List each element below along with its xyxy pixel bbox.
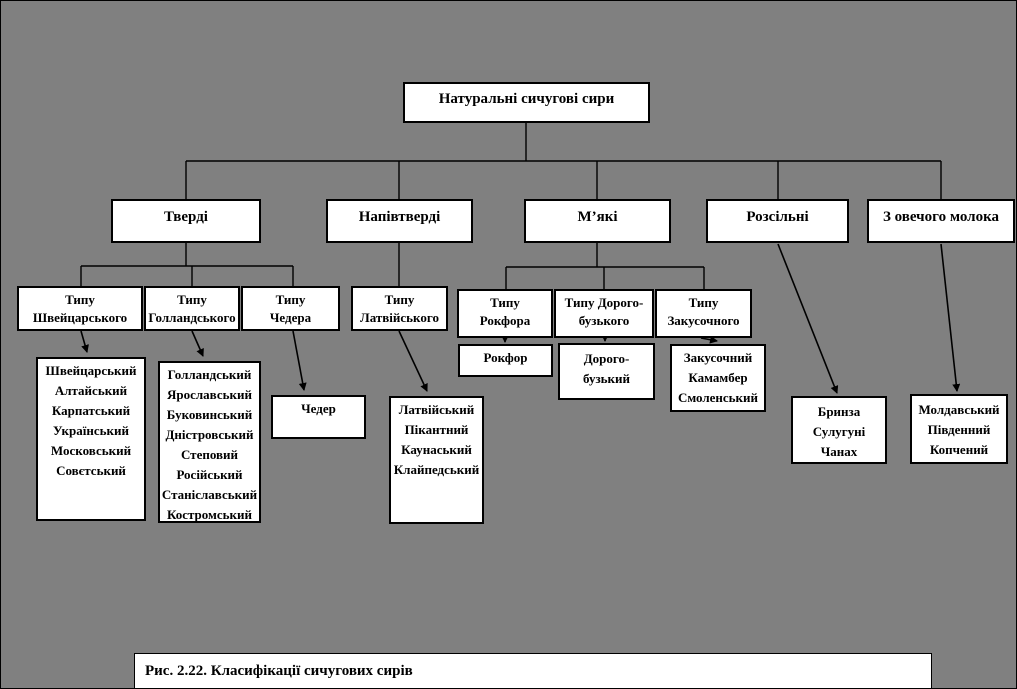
node-root: Натуральні сичугові сири xyxy=(403,82,650,123)
node-typu-doroho-buzkoho: Типу Дорого- бузького xyxy=(554,289,654,338)
node-rozsilni: Розсільні xyxy=(706,199,849,243)
leaf-latviiski-list-text: Латвійський Пікантний Каунаський Клайпед… xyxy=(393,402,480,477)
node-miaki-label: М’які xyxy=(577,209,618,225)
node-typu-hollandskoho: Типу Голландського xyxy=(144,286,240,331)
node-typu-doroho-buzkoho-label: Типу Дорого- бузького xyxy=(564,295,644,328)
leaf-latviiski-list: Латвійський Пікантний Каунаський Клайпед… xyxy=(389,396,484,524)
leaf-rokfor: Рокфор xyxy=(458,344,553,377)
node-typu-shveitsarskoho-label: Типу Швейцарського xyxy=(32,292,128,325)
leaf-zakusochni-list-text: Закусочний Камамбер Смоленський xyxy=(677,350,759,405)
node-napivtverdi-label: Напівтверді xyxy=(358,209,441,225)
node-typu-zakusochnoho-label: Типу Закусочного xyxy=(667,295,740,328)
figure-caption: Рис. 2.22. Класифікації сичугових сирів xyxy=(134,653,932,688)
node-root-label: Натуральні сичугові сири xyxy=(438,91,615,107)
node-tverdi: Тверді xyxy=(111,199,261,243)
leaf-rozsilni-list-text: Бринза Сулугуні Чанах xyxy=(812,404,866,459)
leaf-cheder: Чедер xyxy=(271,395,366,439)
node-typu-rokfora: Типу Рокфора xyxy=(457,289,553,338)
leaf-shveitsarski-list-text: Швейцарський Алтайський Карпатський Укра… xyxy=(45,363,137,478)
node-miaki: М’які xyxy=(524,199,671,243)
node-ovechoho-moloka: З овечого молока xyxy=(867,199,1015,243)
leaf-hollandski-list: Голландський Ярославський Буковинський Д… xyxy=(158,361,261,523)
node-typu-chedera-label: Типу Чедера xyxy=(269,292,312,325)
leaf-zakusochni-list: Закусочний Камамбер Смоленський xyxy=(670,344,766,412)
node-tverdi-label: Тверді xyxy=(164,209,208,225)
leaf-doroho-buzki-text: Дорого- бузький xyxy=(582,351,631,386)
node-typu-hollandskoho-label: Типу Голландського xyxy=(148,292,236,325)
node-typu-chedera: Типу Чедера xyxy=(241,286,340,331)
leaf-doroho-buzki: Дорого- бузький xyxy=(558,343,655,400)
node-typu-shveitsarskoho: Типу Швейцарського xyxy=(17,286,143,331)
node-napivtverdi: Напівтверді xyxy=(326,199,473,243)
leaf-ovechi-list-text: Молдавський Південний Копчений xyxy=(918,402,1000,457)
node-ovechoho-moloka-label: З овечого молока xyxy=(883,209,999,225)
node-typu-latviiskoho: Типу Латвійського xyxy=(351,286,448,331)
leaf-cheder-text: Чедер xyxy=(301,401,336,416)
leaf-hollandski-list-text: Голландський Ярославський Буковинський Д… xyxy=(161,367,258,522)
leaf-shveitsarski-list: Швейцарський Алтайський Карпатський Укра… xyxy=(36,357,146,521)
leaf-ovechi-list: Молдавський Південний Копчений xyxy=(910,394,1008,464)
leaf-rozsilni-list: Бринза Сулугуні Чанах xyxy=(791,396,887,464)
figure-caption-text: Рис. 2.22. Класифікації сичугових сирів xyxy=(145,662,413,679)
node-typu-rokfora-label: Типу Рокфора xyxy=(479,295,531,328)
leaf-rokfor-text: Рокфор xyxy=(483,350,528,365)
node-rozsilni-label: Розсільні xyxy=(746,209,809,225)
node-typu-zakusochnoho: Типу Закусочного xyxy=(655,289,752,338)
node-typu-latviiskoho-label: Типу Латвійського xyxy=(360,292,439,325)
